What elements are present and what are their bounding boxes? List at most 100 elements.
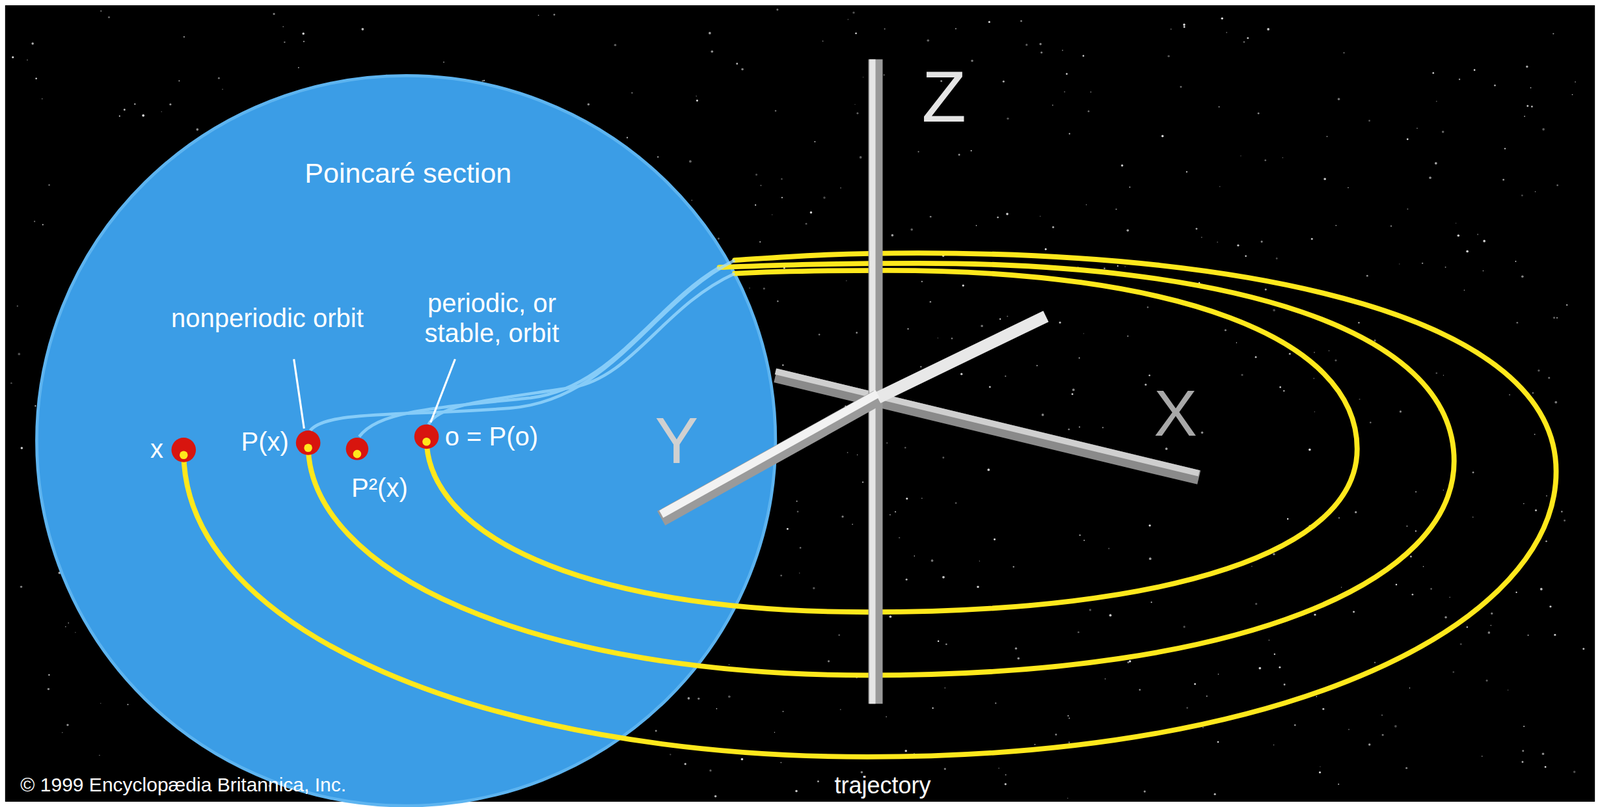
star <box>1039 216 1042 218</box>
star <box>1547 376 1550 379</box>
star <box>1128 186 1131 189</box>
section-title: Poincaré section <box>304 157 512 190</box>
point-x-core <box>179 450 189 460</box>
star <box>11 55 14 58</box>
star <box>847 18 849 20</box>
star <box>1542 128 1545 131</box>
star <box>1240 155 1241 157</box>
star <box>904 447 906 449</box>
star <box>74 632 77 634</box>
star <box>840 709 842 711</box>
axis-label: Z <box>921 55 966 140</box>
star <box>1218 674 1220 676</box>
star <box>1063 91 1066 93</box>
star <box>1395 584 1398 587</box>
star <box>1477 233 1479 235</box>
star <box>1526 105 1529 108</box>
star <box>41 98 43 100</box>
star <box>1354 511 1357 514</box>
star <box>1219 186 1221 188</box>
star <box>1537 369 1540 372</box>
star <box>1326 135 1329 138</box>
star <box>1082 55 1085 58</box>
star <box>840 187 842 189</box>
star <box>1552 33 1554 35</box>
star <box>1065 72 1068 75</box>
star <box>697 698 700 701</box>
star <box>741 68 744 71</box>
star <box>1488 631 1491 635</box>
star <box>1201 431 1204 434</box>
star <box>1005 774 1007 777</box>
star <box>1521 194 1524 197</box>
star <box>796 501 798 503</box>
star <box>1128 660 1131 663</box>
star <box>1313 352 1316 354</box>
star <box>970 150 973 152</box>
star <box>1573 771 1576 774</box>
star <box>1525 65 1528 68</box>
caption-label: trajectory <box>834 772 932 800</box>
star <box>1069 133 1071 135</box>
star <box>1421 262 1424 265</box>
star <box>1274 653 1276 656</box>
star <box>1465 250 1469 254</box>
star <box>1104 678 1107 680</box>
star <box>1523 726 1525 728</box>
star <box>20 586 23 589</box>
point-label: x <box>150 433 164 464</box>
star <box>937 337 939 339</box>
star <box>1041 413 1045 417</box>
star <box>1225 31 1228 34</box>
star <box>898 537 900 539</box>
point-label: P²(x) <box>351 473 408 503</box>
star <box>1170 28 1172 30</box>
star <box>48 184 50 186</box>
point-label: P(x) <box>240 426 289 457</box>
star <box>1335 225 1338 227</box>
star <box>1216 242 1219 244</box>
star <box>1067 715 1070 718</box>
star <box>854 104 855 105</box>
star <box>1493 84 1496 87</box>
star <box>927 39 930 42</box>
leader-lines <box>294 359 456 429</box>
star <box>696 99 699 102</box>
star <box>1294 724 1297 727</box>
star <box>760 184 762 187</box>
star <box>1255 356 1258 359</box>
star <box>631 92 633 94</box>
star <box>1052 104 1054 107</box>
star <box>1490 625 1492 626</box>
star <box>443 61 445 64</box>
star <box>33 221 36 223</box>
star <box>1272 309 1276 312</box>
star <box>1504 147 1506 150</box>
star <box>1138 689 1141 692</box>
star <box>1549 605 1552 608</box>
star <box>1072 389 1075 392</box>
star <box>1556 184 1559 187</box>
star <box>657 156 659 158</box>
star <box>1486 679 1489 682</box>
star <box>1121 164 1124 167</box>
star <box>1040 51 1043 54</box>
point-o-core <box>422 437 431 447</box>
star <box>838 634 841 637</box>
star <box>1148 524 1151 527</box>
star <box>1366 275 1369 278</box>
star <box>754 204 757 206</box>
star <box>1268 640 1270 642</box>
axis-label: Y <box>654 403 699 479</box>
star <box>1272 553 1275 556</box>
star <box>1411 594 1414 597</box>
star <box>1144 383 1147 386</box>
star <box>1044 248 1047 251</box>
star <box>1061 50 1064 52</box>
star <box>695 95 697 97</box>
star <box>1287 518 1289 520</box>
star <box>283 41 285 43</box>
star <box>1068 741 1070 744</box>
star <box>691 199 693 202</box>
